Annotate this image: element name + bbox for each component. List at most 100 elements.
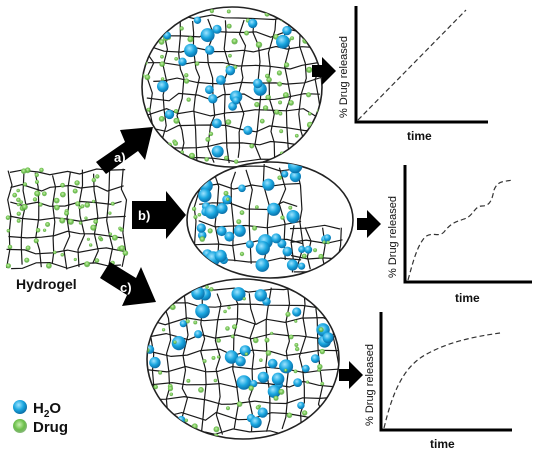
drug-particle <box>278 100 283 105</box>
drug-particle <box>80 204 85 209</box>
drug-particle <box>209 287 214 292</box>
water-molecule <box>212 24 222 34</box>
graph-b-xlabel: time <box>455 291 480 305</box>
graph-c-xlabel: time <box>430 437 455 451</box>
drug-particle <box>265 73 270 79</box>
water-molecule <box>310 354 320 363</box>
drug-particle <box>306 66 313 73</box>
water-molecule <box>216 203 228 214</box>
network-strand <box>267 18 277 162</box>
water-molecule <box>292 307 302 317</box>
drug-particle <box>154 293 159 298</box>
drug-particle <box>90 224 97 231</box>
network-strand <box>6 247 126 255</box>
water-molecule <box>149 356 161 369</box>
network-strand <box>290 239 343 245</box>
drug-particle <box>24 257 30 263</box>
network-strand <box>92 173 99 264</box>
drug-particle <box>290 36 295 41</box>
drug-particle <box>216 355 221 359</box>
network-strand <box>147 61 320 70</box>
water-molecule <box>194 330 203 339</box>
drug-particle <box>225 119 232 125</box>
drug-particle <box>122 250 129 256</box>
drug-particle <box>262 105 269 111</box>
drug-particle <box>301 253 307 259</box>
drug-particle <box>143 161 148 166</box>
drug-particle <box>153 25 158 30</box>
drug-particle <box>169 304 176 311</box>
network-strand <box>176 15 185 158</box>
drug-particle <box>284 368 288 372</box>
drug-particle <box>308 112 312 116</box>
drug-particle <box>110 201 115 206</box>
network-strand <box>214 293 224 435</box>
water-molecule <box>255 258 270 272</box>
network-strand <box>180 289 189 429</box>
network-strand <box>248 293 256 432</box>
drug-particle <box>248 385 254 391</box>
graph-a: % Drug released time <box>338 6 488 143</box>
water-molecule <box>216 75 226 85</box>
drug-particle <box>195 61 200 66</box>
drug-particle <box>193 320 198 325</box>
hydrogel-label: Hydrogel <box>16 276 77 292</box>
drug-particle <box>294 319 298 323</box>
drug-particle <box>280 215 285 220</box>
drug-particle <box>21 203 28 211</box>
water-molecule <box>216 226 227 237</box>
drug-particle <box>146 107 151 112</box>
drug-particle <box>278 388 285 395</box>
drug-particle <box>288 334 294 340</box>
water-molecule <box>330 302 339 317</box>
drug-particle <box>318 253 324 260</box>
drug-particle <box>265 94 272 101</box>
drug-particle <box>153 384 158 390</box>
network-strand <box>10 183 124 192</box>
drug-particle <box>7 244 13 250</box>
drug-particle <box>159 61 165 67</box>
water-molecule <box>254 289 267 302</box>
drug-particle <box>249 143 255 149</box>
network-strand <box>63 172 71 270</box>
drug-particle <box>277 81 283 87</box>
drug-particle <box>75 201 81 207</box>
water-molecule <box>157 80 169 93</box>
drug-particle <box>158 116 165 122</box>
water-molecule <box>257 371 269 383</box>
graph-b-ylabel: % Drug released <box>387 196 399 278</box>
drug-particle <box>285 311 291 317</box>
drug-particle <box>255 205 259 210</box>
drug-particle <box>161 328 166 332</box>
network-strand <box>20 173 27 265</box>
drug-particle <box>288 205 293 210</box>
network-strand <box>237 19 247 158</box>
water-molecule <box>232 96 241 105</box>
drug-particle <box>259 358 263 363</box>
drug-particle <box>231 38 238 45</box>
water-molecule <box>178 57 187 66</box>
drug-particle <box>54 204 60 211</box>
arrow-c: c) <box>100 262 156 306</box>
drug-particle <box>204 157 209 162</box>
drug-particle <box>228 53 232 58</box>
drug-particle <box>266 77 272 83</box>
water-molecule <box>297 401 305 410</box>
drug-particle <box>279 129 284 134</box>
drug-particle <box>42 228 47 232</box>
circle-b-degradation <box>186 161 354 279</box>
water-molecule <box>257 407 268 418</box>
water-molecule <box>288 162 303 174</box>
drug-particle <box>173 141 179 146</box>
drug-particle <box>173 109 179 114</box>
drug-particle <box>21 168 27 174</box>
network-strand <box>8 230 123 239</box>
water-molecule <box>327 415 337 425</box>
water-molecule <box>248 18 258 29</box>
drug-particle <box>158 370 163 375</box>
drug-particle <box>158 39 165 45</box>
network-strand <box>290 254 340 260</box>
graph-a-curve <box>357 9 467 121</box>
graph-c-ylabel: % Drug released <box>364 344 376 426</box>
